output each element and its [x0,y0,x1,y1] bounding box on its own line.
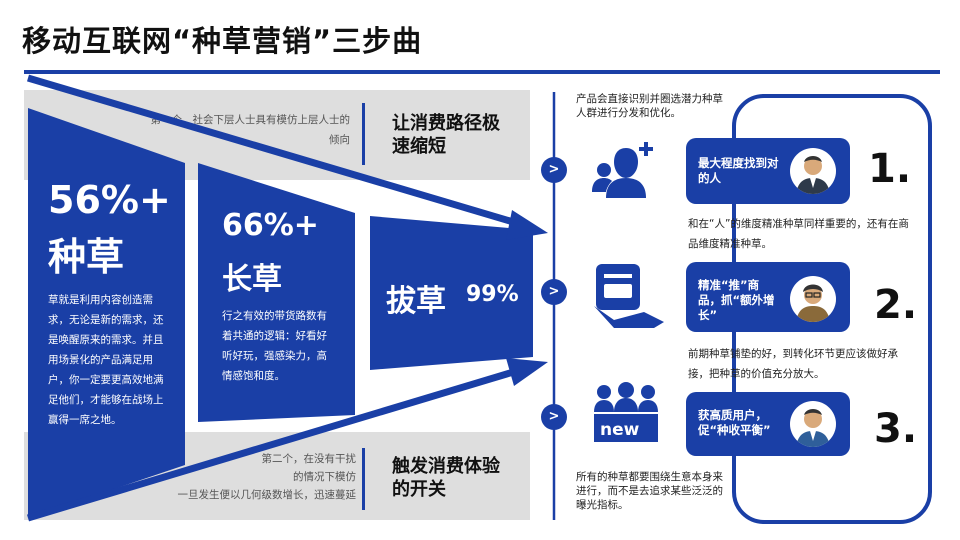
top-divider [362,103,365,165]
panel1-text: 草就是利用内容创造需求，无论是新的需求，还是唤醒原来的需求。并且用场景化的产品满… [48,294,164,426]
step3-chevron[interactable]: > [541,404,567,430]
bottom-heading: 触发消费体验的开关 [392,456,500,500]
title-underline [24,70,940,74]
top-note: 第一个，社会下层人士具有模仿上层人士的倾向 [150,114,351,146]
step3-number: 3. [874,406,918,452]
panel1-label: 种草 [48,235,125,279]
bottom-note-line-3: 一旦发生便以几何级数增长，迅速蔓延 [177,489,357,501]
panel1-stat: 56%+ [48,178,171,222]
user-add-icon [592,142,653,198]
right-top-text: 产品会直接识别并圈选潜力种草人群进行分发和优化。 [576,93,723,119]
funnel-panel-2 [198,163,355,422]
new-people-icon [594,382,658,442]
step3-pill-text: 获高质用户，促“种收平衡” [698,408,771,437]
bottom-note-line-1: 第二个，在没有干扰 [261,453,357,465]
funnel-panel-1 [28,108,185,518]
bottom-note: 第二个，在没有干扰 的情况下模仿 一旦发生便以几何级数增长，迅速蔓延 [146,450,357,504]
document-hand-icon [594,264,664,328]
panel2-stat: 66%+ [222,208,319,243]
panel2-label: 长草 [222,262,282,297]
step1-avatar [790,148,836,194]
step1-chevron[interactable]: > [541,157,567,183]
step2-pill: 精准“推”商品，抓“额外增长” [686,262,850,332]
bottom-arrow-line [26,366,522,522]
step2-description: 前期种草铺垫的好，到转化环节更应该做好承接，把种草的价值充分放大。 [688,348,898,380]
step2-avatar [790,276,836,322]
step2-number: 2. [874,282,918,328]
step1-description: 和在“人”的维度精准种草同样重要的，还有在商品维度精准种草。 [688,218,909,250]
page-title: 移动互联网“种草营销”三步曲 [22,24,423,58]
top-heading: 让消费路径极速缩短 [392,113,500,157]
panel3-label: 拔草 [386,284,446,319]
bottom-divider [362,448,365,510]
step3-avatar [790,401,836,447]
funnel-panel-3 [370,216,533,370]
bottom-arrow-head [506,358,548,386]
step1-pill-text: 最大程度找到对的人 [698,156,779,185]
top-arrow-line [27,74,521,228]
step2-chevron[interactable]: > [541,279,567,305]
panel3-stat: 99% [466,282,519,307]
step1-number: 1. [868,146,912,192]
bottom-note-line-2: 的情况下模仿 [293,471,356,483]
right-bottom-text: 所有的种草都要围绕生意本身来进行，而不是去追求某些泛泛的曝光指标。 [576,471,723,511]
top-arrow-head [506,210,548,240]
step2-pill-text: 精准“推”商品，抓“额外增长” [698,278,775,322]
panel2-text: 行之有效的带货路数有着共通的逻辑：好看好听好玩，强感染力，高情感饱和度。 [222,310,327,382]
new-icon-label: new [600,420,640,440]
